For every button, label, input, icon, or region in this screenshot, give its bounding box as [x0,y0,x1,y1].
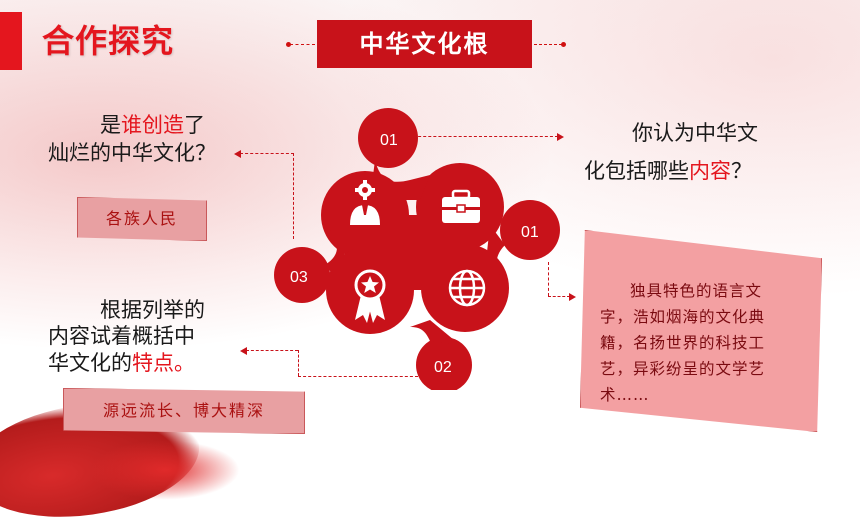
label-right: 01 [521,224,539,241]
briefcase-icon [442,189,480,223]
satellite-bottom-neck [410,320,460,345]
label-left: 03 [290,269,308,286]
answer-scroll-content [580,230,822,432]
connector-content-arrow [557,133,564,141]
worker-gear-icon [350,180,380,225]
satellite-top [358,108,418,168]
question-creator-line2: 灿烂的中华文化？ [48,141,216,165]
diagram-core [365,215,465,290]
connector-features-h2 [298,376,418,377]
question-content-line2: 化包括哪些内容？ [584,159,752,183]
connector-scroll-h [548,296,570,297]
satellite-right-neck [485,225,505,275]
answer-tag-creator: 各族人民 [77,197,207,241]
connector-features-arrow [240,347,247,355]
globe-icon [448,269,486,307]
satellite-bottom [416,337,472,390]
central-diagram: 01 01 03 02 [274,108,560,390]
subtitle-right-dot [561,42,566,47]
page-title: 合作探究 [42,22,175,60]
subtitle-right-line [534,44,562,45]
connector-features-h1 [246,350,298,351]
connector-content-h [408,136,558,137]
question-features-line1: 根据列举的 [100,298,205,322]
question-features-line3: 华文化的特点。 [48,351,195,375]
connector-creator-v [293,153,294,239]
label-bottom: 02 [434,359,452,376]
subtitle-box: 中华文化根 [317,20,532,68]
connector-features-v [298,350,299,376]
satellite-top-neck [370,160,430,200]
question-features-line2: 内容试着概括中 [48,324,195,348]
answer-content-text: 独具特色的语言文 字，浩如烟海的文化典 籍，名扬世界的科技工 艺，异彩纷呈的文学… [600,282,766,404]
medal-star-icon [354,269,386,323]
label-top: 01 [380,132,398,149]
question-creator: 是谁创造了 [100,113,205,137]
red-ribbon-decoration-2 [90,440,240,500]
connector-creator-arrow [234,150,241,158]
subtitle-left-dot [286,42,291,47]
satellite-left-neck [325,230,345,285]
title-accent-bar [0,12,22,70]
satellite-right [500,200,560,260]
connector-scroll-arrow [569,293,576,301]
satellite-left [274,247,330,303]
subtitle-left-line [290,44,315,45]
connector-scroll-v [548,262,549,296]
question-content-line1: 你认为中华文 [632,121,758,145]
answer-tag-features: 源远流长、博大精深 [63,388,305,434]
connector-creator-h [240,153,294,154]
